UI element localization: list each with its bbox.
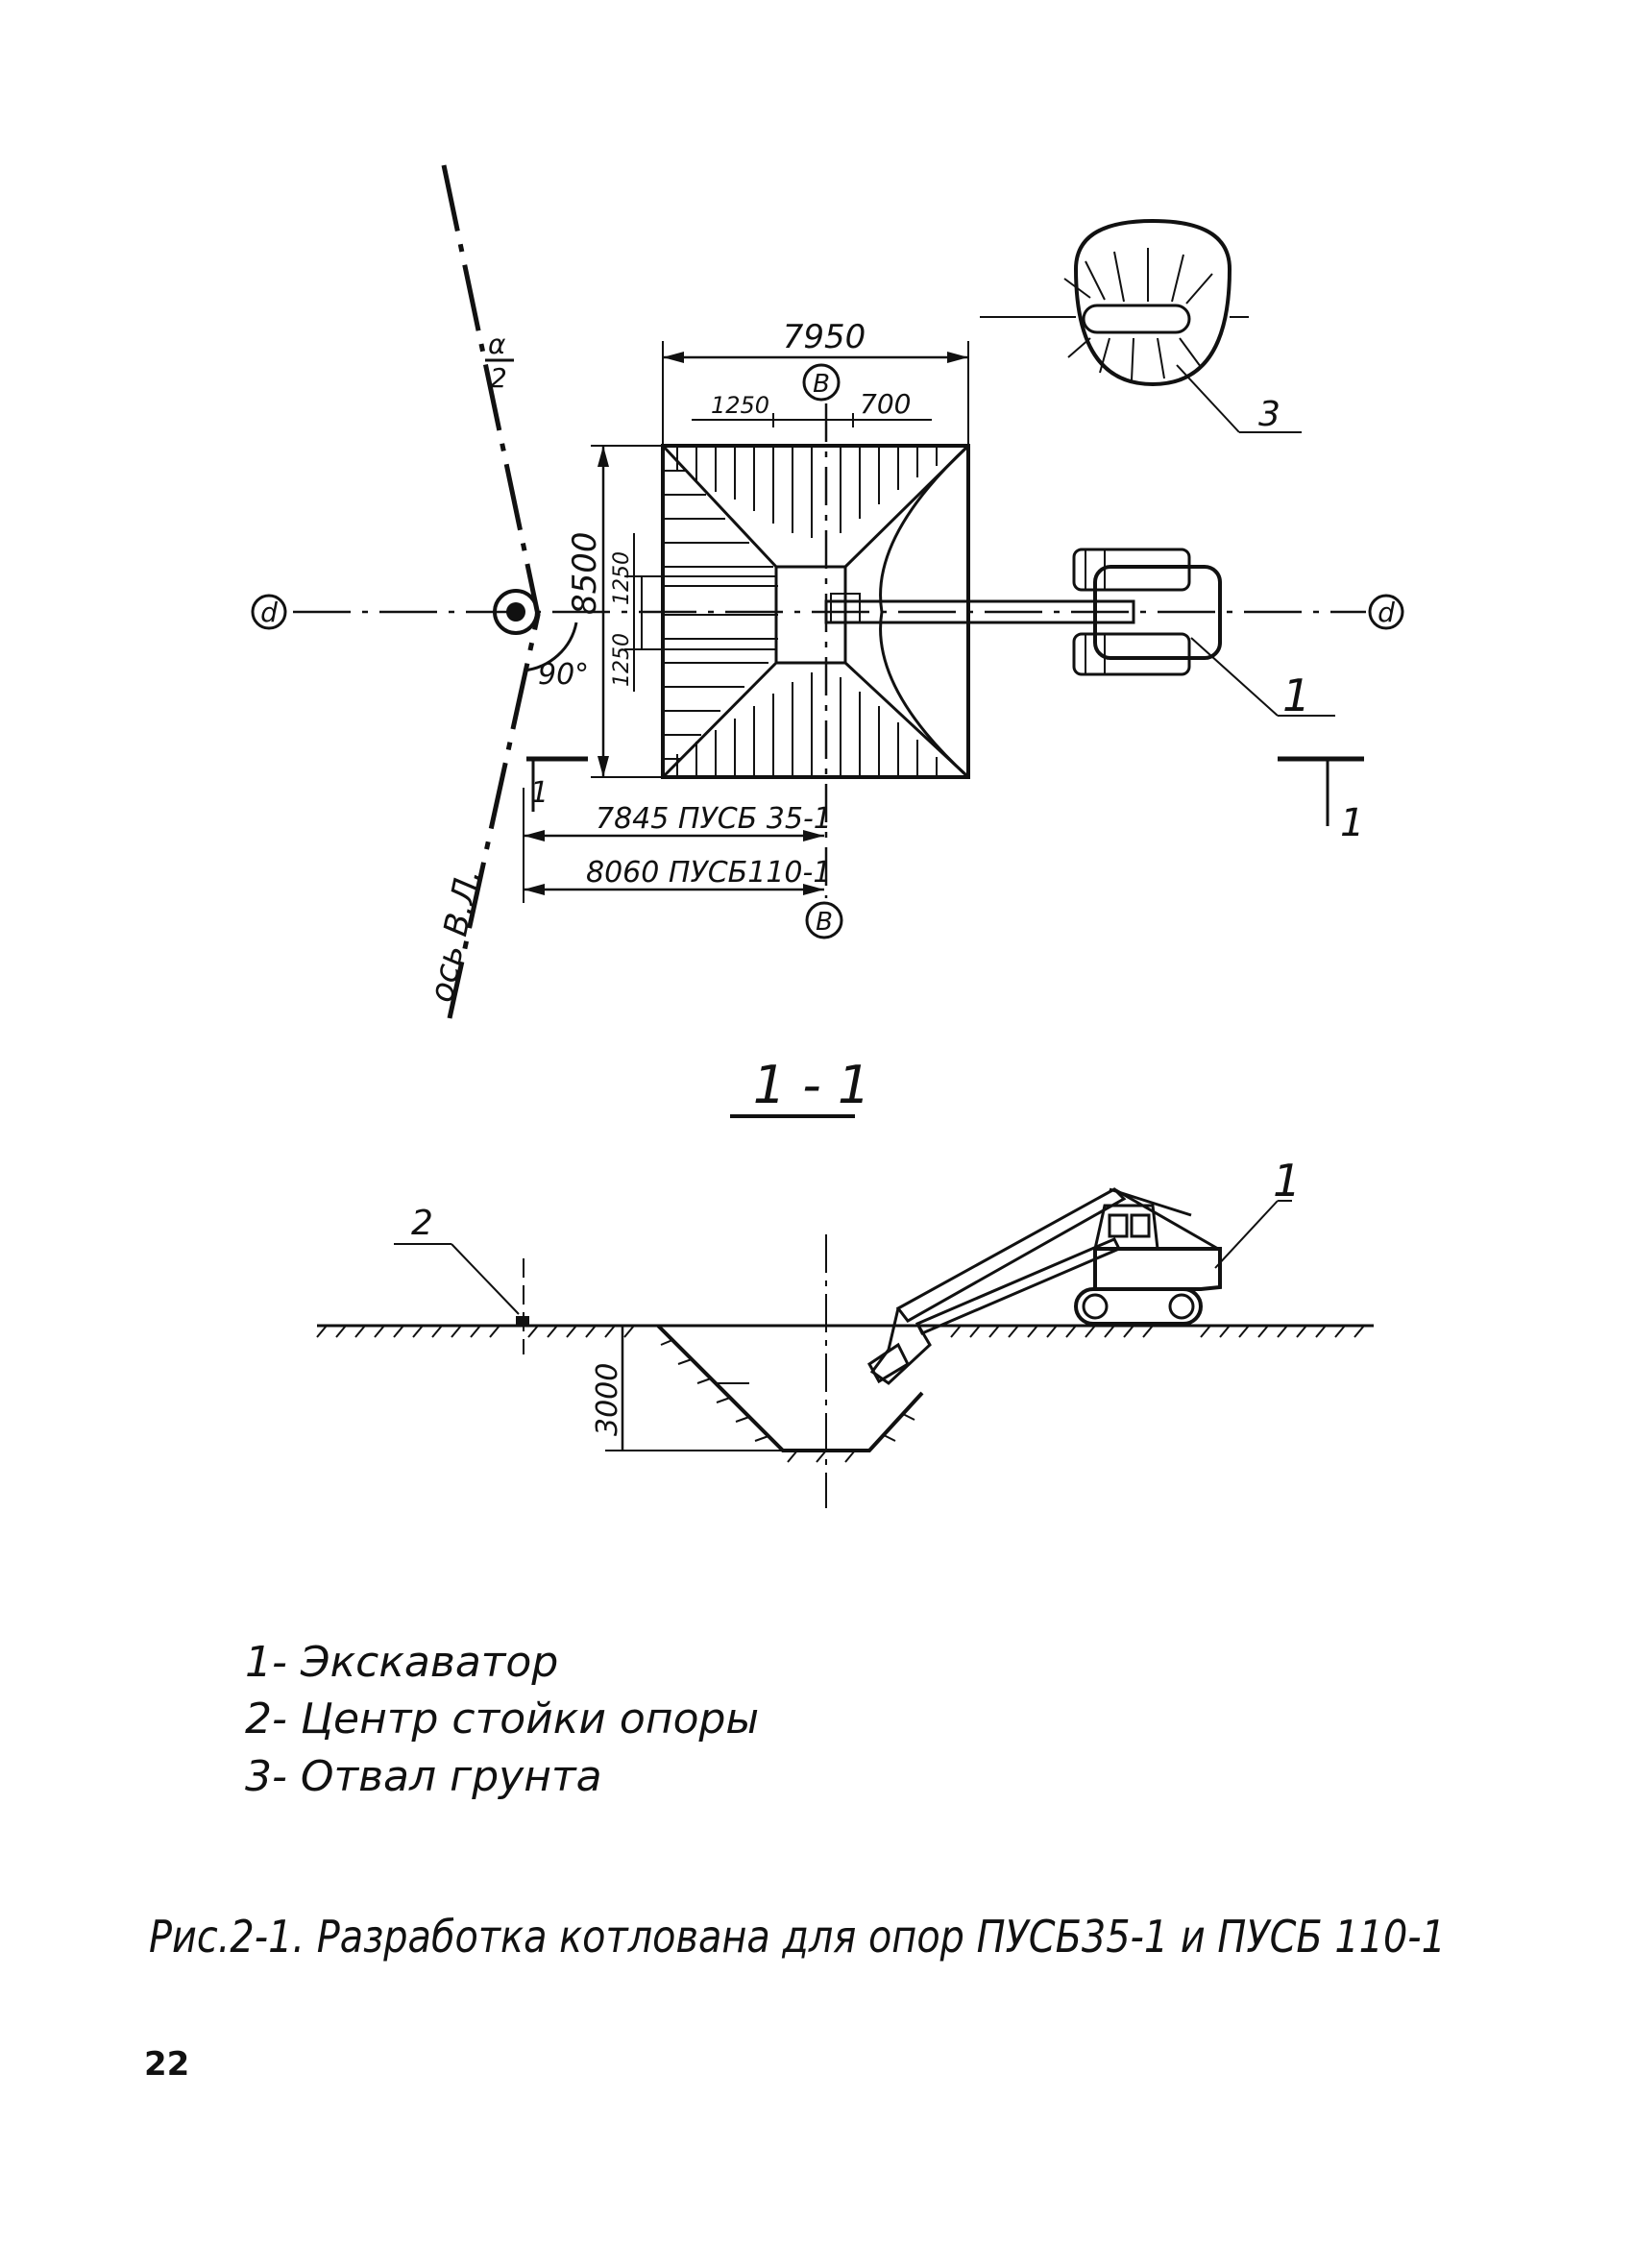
section-mark-left-label: 1 (530, 776, 549, 810)
pit-outline (661, 444, 970, 779)
dimension-half-top: 1250 (610, 551, 634, 605)
pit-curved-edge (879, 444, 970, 779)
section-mark-right: 1 (1278, 756, 1364, 845)
dimension-half-bottom: 1250 (610, 633, 634, 687)
axis-b-label-bottom: B (816, 908, 833, 937)
legend-item-3: 3- Отвал грунта (245, 1752, 602, 1801)
page-number: 22 (144, 2045, 189, 2084)
axis-b-bubble-top (802, 363, 841, 402)
alpha-denominator: 2 (490, 362, 507, 394)
axis-b-bubble-bottom (805, 901, 843, 939)
dimension-offsets: 1250 700 (692, 388, 932, 427)
section-mark-left: 1 (526, 756, 588, 812)
legend-item-1: 1- Экскаватор (245, 1638, 558, 1687)
spoil-heap (980, 218, 1249, 387)
section-view: 1 - 1 (316, 1055, 1374, 1508)
dimension-pusb35-label: 7845 ПУСБ 35-1 (596, 802, 832, 836)
alpha-numerator: α (488, 329, 506, 360)
dimension-7950-label: 7950 (783, 318, 866, 356)
dimension-pusb110-label: 8060 ПУСБ110-1 (586, 856, 831, 890)
figure-caption: Рис.2-1. Разработка котлована для опор П… (149, 1911, 1446, 1963)
dimension-7950: 7950 (662, 318, 969, 446)
legend: 1- Экскаватор 2- Центр стойки опоры 3- О… (245, 1638, 759, 1801)
callout-spoil-label: 3 (1258, 395, 1280, 434)
axis-b-label-top: B (813, 370, 830, 399)
dimension-offset-right: 700 (860, 388, 911, 420)
pit-diagonal-tl (661, 444, 778, 569)
pole-center-outer (493, 589, 539, 635)
axis-d-label-left: d (260, 597, 278, 628)
section-mark-right-label: 1 (1340, 801, 1364, 845)
ground-hatch (316, 1325, 1365, 1338)
callout-center-label: 2 (411, 1204, 433, 1243)
depth-dimension: 3000 (591, 1326, 783, 1451)
pole-center-inner (506, 602, 525, 622)
callout-excavator-section: 1 (1214, 1155, 1301, 1269)
dimension-8500: 8500 1250 1250 (566, 445, 663, 778)
callout-excavator-plan: 1 (1190, 637, 1335, 721)
excavation-slope-hatch (660, 1339, 915, 1463)
excavator-side (867, 1187, 1222, 1385)
section-title: 1 - 1 (753, 1055, 871, 1115)
axis-d-bubble-left (251, 594, 287, 630)
right-angle-label: 90° (538, 658, 589, 692)
callout-excavator-plan-label: 1 (1282, 670, 1310, 721)
dimension-8500-label: 8500 (566, 531, 604, 615)
pit-diagonal-bl (661, 661, 778, 779)
callout-spoil: 3 (1176, 364, 1302, 434)
excavator-plan (824, 548, 1222, 676)
pole-center-marker (516, 1316, 529, 1326)
callout-excavator-section-label: 1 (1273, 1155, 1301, 1207)
callout-center: 2 (394, 1204, 520, 1315)
axis-d-label-right: d (1378, 597, 1395, 628)
dimension-pusb: 7845 ПУСБ 35-1 8060 ПУСБ110-1 (523, 788, 832, 903)
pit-inner-recess (641, 575, 777, 650)
right-angle-arc (523, 622, 578, 672)
pit-hatching (663, 446, 938, 777)
depth-label: 3000 (591, 1363, 624, 1436)
power-line-axis-label: ось В.Л. (423, 866, 488, 1006)
axis-d-bubble-right (1368, 594, 1404, 630)
legend-item-2: 2- Центр стойки опоры (245, 1695, 759, 1744)
pit-bottom (774, 565, 847, 665)
dimension-offset-left: 1250 (711, 392, 769, 419)
excavation-profile (656, 1324, 924, 1452)
plan-view: ось В.Л. α 2 d d B B 90° (251, 164, 1404, 1019)
